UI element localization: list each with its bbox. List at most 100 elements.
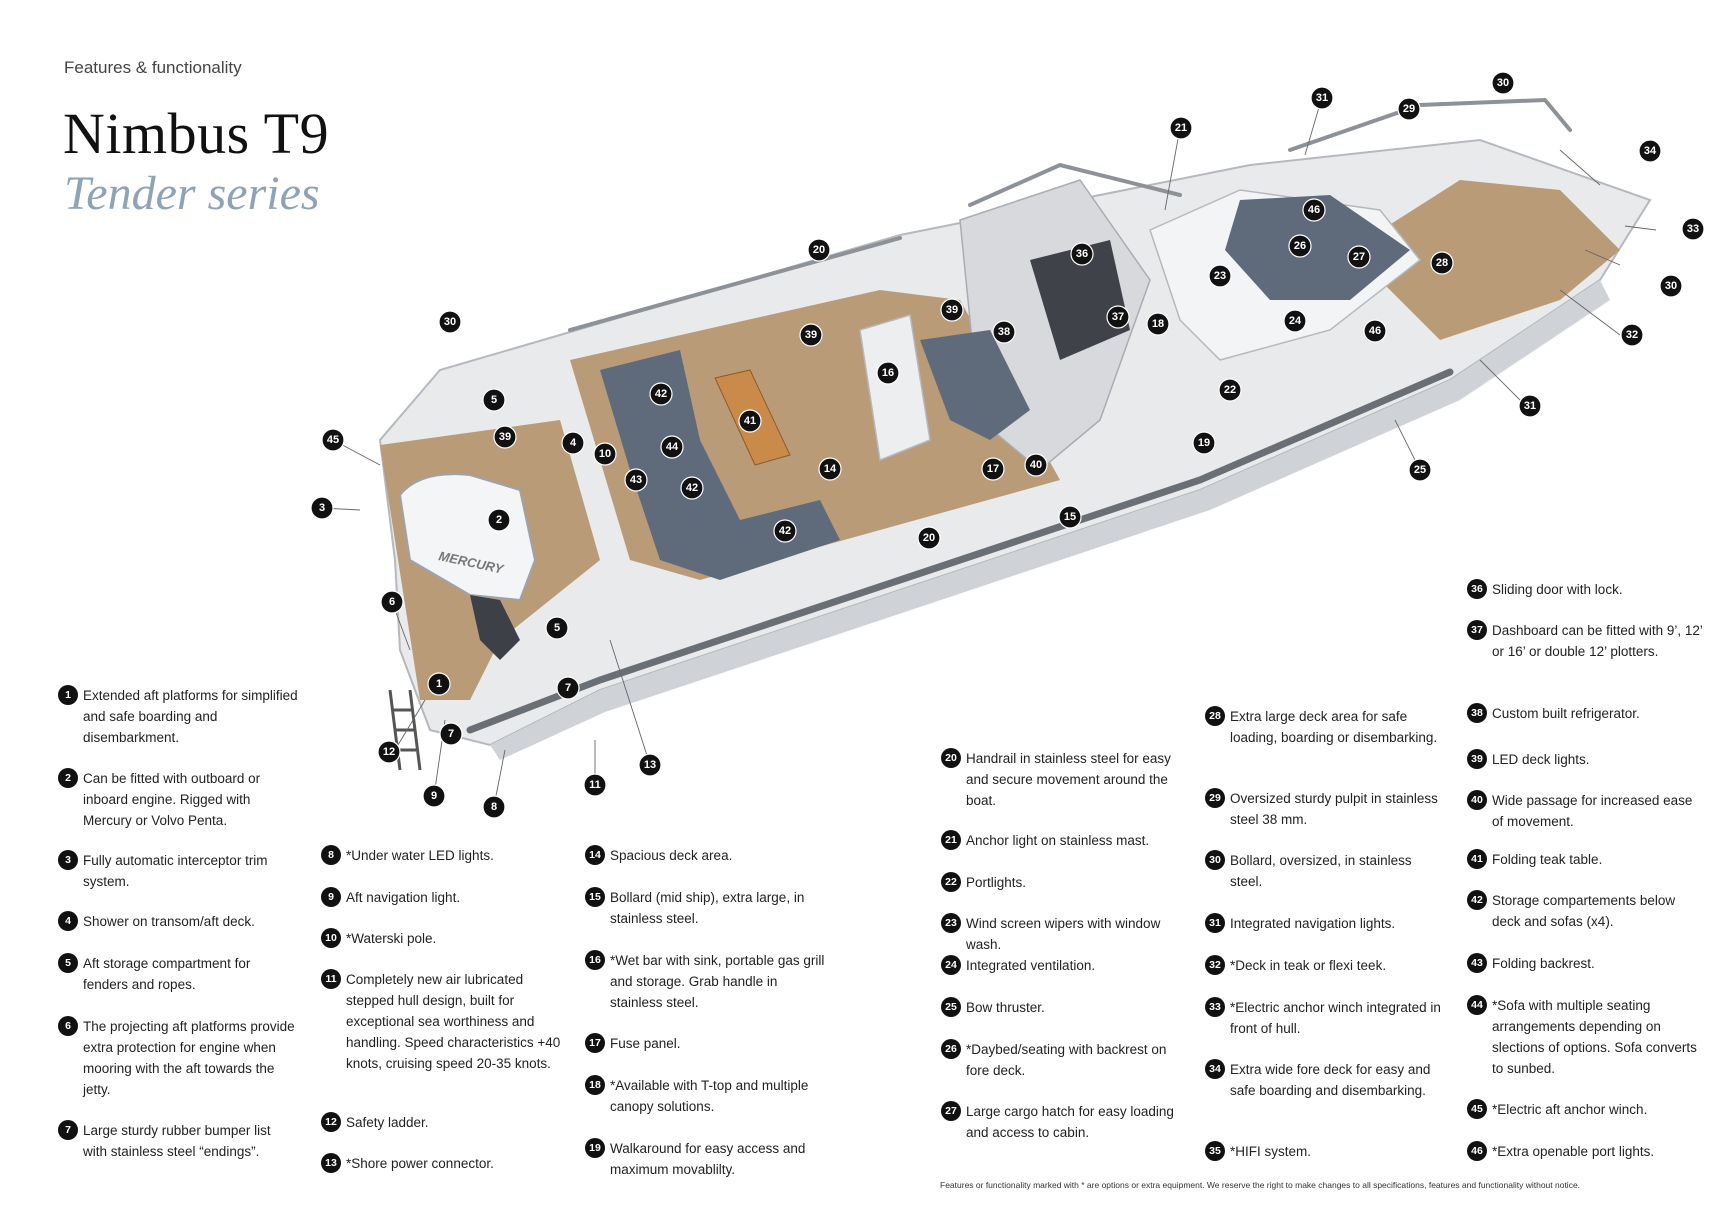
- feature-number-badge: 29: [1205, 788, 1225, 808]
- feature-text: Bow thruster.: [966, 1000, 1045, 1015]
- svg-text:23: 23: [1214, 270, 1226, 282]
- feature-number-badge: 38: [1467, 703, 1487, 723]
- svg-text:42: 42: [655, 388, 667, 400]
- feature-text: Folding teak table.: [1492, 852, 1603, 867]
- feature-item: 16*Wet bar with sink, portable gas grill…: [585, 950, 825, 1013]
- svg-text:34: 34: [1644, 145, 1657, 157]
- svg-text:39: 39: [946, 304, 958, 316]
- feature-number-badge: 17: [585, 1033, 605, 1053]
- feature-number-badge: 21: [941, 830, 961, 850]
- svg-text:14: 14: [824, 463, 837, 475]
- callout-marker: 16: [876, 361, 900, 385]
- callout-marker: 38: [992, 320, 1016, 344]
- svg-text:36: 36: [1076, 248, 1088, 260]
- feature-item: 10*Waterski pole.: [321, 928, 561, 949]
- callout-leaders: [321, 96, 1657, 807]
- feature-number-badge: 12: [321, 1112, 341, 1132]
- svg-text:21: 21: [1175, 122, 1187, 134]
- callout-marker: 39: [799, 323, 823, 347]
- feature-number-badge: 41: [1467, 849, 1487, 869]
- feature-text: Handrail in stainless steel for easy and…: [966, 751, 1171, 808]
- feature-number-badge: 39: [1467, 749, 1487, 769]
- feature-text: Fully automatic interceptor trim system.: [83, 853, 268, 889]
- callout-marker: 41: [738, 409, 762, 433]
- feature-text: *HIFI system.: [1230, 1144, 1312, 1159]
- svg-text:31: 31: [1524, 400, 1536, 412]
- svg-text:42: 42: [779, 525, 791, 537]
- svg-text:13: 13: [644, 759, 656, 771]
- feature-number-badge: 15: [585, 887, 605, 907]
- callout-marker: 25: [1408, 458, 1432, 482]
- callout-marker: 10: [593, 442, 617, 466]
- svg-text:9: 9: [431, 790, 437, 802]
- feature-number-badge: 34: [1205, 1059, 1225, 1079]
- callout-marker: 4: [561, 431, 585, 455]
- svg-text:3: 3: [319, 502, 325, 514]
- callout-marker: 2: [487, 508, 511, 532]
- feature-text: LED deck lights.: [1492, 752, 1590, 767]
- svg-text:29: 29: [1403, 103, 1415, 115]
- feature-number-badge: 8: [321, 845, 341, 865]
- feature-text: Large sturdy rubber bumper list with sta…: [83, 1123, 271, 1159]
- feature-item: 17 Fuse panel.: [585, 1033, 825, 1054]
- feature-text: *Available with T-top and multiple canop…: [610, 1078, 809, 1114]
- callout-marker: 8: [482, 795, 506, 819]
- callout-marker: 5: [482, 388, 506, 412]
- feature-text: *Electric aft anchor winch.: [1492, 1102, 1648, 1117]
- feature-number-badge: 14: [585, 845, 605, 865]
- feature-number-badge: 16: [585, 950, 605, 970]
- callout-marker: 9: [422, 784, 446, 808]
- callout-marker: 43: [624, 468, 648, 492]
- feature-number-badge: 44: [1467, 995, 1487, 1015]
- svg-text:2: 2: [496, 514, 502, 526]
- callout-marker: 42: [649, 382, 673, 406]
- feature-number-badge: 35: [1205, 1141, 1225, 1161]
- feature-number-badge: 45: [1467, 1099, 1487, 1119]
- callout-markers: 30 31 29 30 21 34 33 30 32 31 20 46 26 2…: [310, 71, 1705, 819]
- svg-text:5: 5: [491, 394, 497, 406]
- svg-text:26: 26: [1294, 240, 1306, 252]
- svg-text:39: 39: [499, 431, 511, 443]
- feature-number-badge: 28: [1205, 706, 1225, 726]
- feature-text: *Deck in teak or flexi teek.: [1230, 958, 1387, 973]
- callout-marker: 40: [1024, 453, 1048, 477]
- feature-item: 46*Extra openable port lights.: [1467, 1141, 1707, 1162]
- feature-text: Sliding door with lock.: [1492, 582, 1623, 597]
- callout-marker: 42: [680, 476, 704, 500]
- feature-text: Extended aft platforms for simplified an…: [83, 688, 298, 745]
- svg-text:15: 15: [1064, 511, 1076, 523]
- callout-marker: 20: [807, 238, 831, 262]
- svg-text:33: 33: [1687, 223, 1699, 235]
- callout-marker: 14: [818, 457, 842, 481]
- callout-marker: 29: [1397, 97, 1421, 121]
- svg-text:20: 20: [813, 244, 825, 256]
- feature-text: *Daybed/seating with backrest on fore de…: [966, 1042, 1167, 1078]
- svg-text:19: 19: [1198, 437, 1210, 449]
- feature-text: Fuse panel.: [610, 1036, 681, 1051]
- callout-marker: 39: [493, 425, 517, 449]
- svg-text:31: 31: [1316, 92, 1328, 104]
- callout-marker: 26: [1288, 234, 1312, 258]
- svg-text:6: 6: [389, 596, 395, 608]
- callout-marker: 15: [1058, 505, 1082, 529]
- feature-number-badge: 23: [941, 913, 961, 933]
- callout-marker: 36: [1070, 242, 1094, 266]
- callout-marker: 42: [773, 519, 797, 543]
- feature-item: 45 *Electric aft anchor winch.: [1467, 1099, 1707, 1120]
- feature-number-badge: 36: [1467, 579, 1487, 599]
- callout-marker: 32: [1620, 323, 1644, 347]
- feature-number-badge: 30: [1205, 850, 1225, 870]
- feature-number-badge: 24: [941, 955, 961, 975]
- feature-text: Portlights.: [966, 875, 1027, 890]
- feature-text: Dashboard can be fitted with 9’, 12’ or …: [1492, 623, 1703, 659]
- svg-text:40: 40: [1030, 459, 1042, 471]
